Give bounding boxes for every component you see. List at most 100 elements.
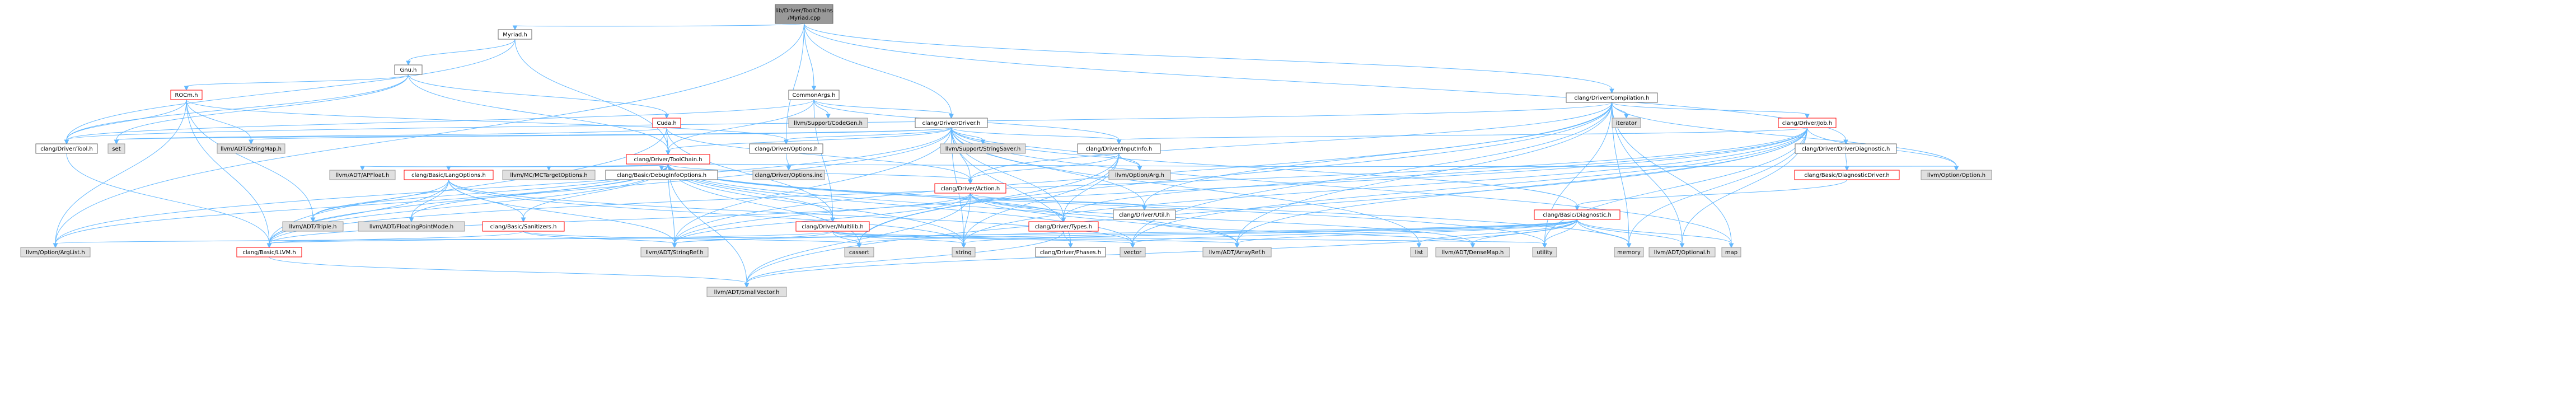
node-label: clang/Basic/Sanitizers.h xyxy=(490,224,557,230)
edge-driver-options-h-to-driver-options-inc xyxy=(786,153,791,171)
node-list: list xyxy=(1410,247,1428,257)
edge-driver-job-h-to-driver-inputinfo-h xyxy=(1116,127,1807,145)
edge-basic-diagnostic-h-to-llvm-stringref xyxy=(672,219,1577,249)
node-rocm-h[interactable]: ROCm.h xyxy=(170,90,203,100)
node-driver-toolchain-h[interactable]: clang/Driver/ToolChain.h xyxy=(626,154,710,165)
node-driver-phases-h[interactable]: clang/Driver/Phases.h xyxy=(1035,247,1106,257)
node-label: CommonArgs.h xyxy=(793,92,836,99)
node-label: clang/Basic/DiagnosticDriver.h xyxy=(1804,172,1890,179)
edge-driver-inputinfo-h-to-llvm-option-arg xyxy=(1118,153,1142,171)
node-myriad-h[interactable]: Myriad.h xyxy=(498,29,532,40)
node-label-line1: lib/Driver/ToolChains xyxy=(775,8,833,14)
node-cassert: cassert xyxy=(844,247,874,257)
node-label: llvm/Option/Arg.h xyxy=(1115,172,1164,179)
node-label: clang/Driver/Multilib.h xyxy=(802,224,863,230)
node-label: clang/Driver/Util.h xyxy=(1119,212,1170,218)
dependency-edges xyxy=(53,23,1959,288)
node-basic-langoptions-h[interactable]: clang/Basic/LangOptions.h xyxy=(404,170,494,180)
node-iterator: iterator xyxy=(1612,118,1641,128)
node-label: clang/Basic/LangOptions.h xyxy=(411,172,486,179)
node-llvm-smallvector: llvm/ADT/SmallVector.h xyxy=(706,287,787,297)
node-commonargs-h[interactable]: CommonArgs.h xyxy=(788,90,840,100)
node-label: vector xyxy=(1124,250,1142,256)
edge-myriad-h-to-driver-tool-h xyxy=(64,39,516,145)
node-basic-diagnostic-h[interactable]: clang/Basic/Diagnostic.h xyxy=(1534,209,1620,220)
node-driver-diagnostic-h[interactable]: clang/Driver/DriverDiagnostic.h xyxy=(1795,143,1897,154)
edge-rocm-h-to-basic-llvm-h xyxy=(186,99,272,249)
node-label: clang/Driver/ToolChain.h xyxy=(634,157,702,163)
edge-driver-toolchain-h-to-llvm-apfloat xyxy=(360,163,668,171)
edge-gnu-h-to-driver-tool-h xyxy=(64,74,409,145)
edge-basic-llvm-h-to-llvm-smallvector xyxy=(269,256,750,288)
node-driver-compilation-h[interactable]: clang/Driver/Compilation.h xyxy=(1566,92,1658,103)
node-llvm-option-arglist: llvm/Option/ArgList.h xyxy=(20,247,91,257)
node-gnu-h[interactable]: Gnu.h xyxy=(394,64,423,75)
node-driver-job-h[interactable]: clang/Driver/Job.h xyxy=(1778,118,1837,128)
node-llvm-floatingpointmode: llvm/ADT/FloatingPointMode.h xyxy=(358,221,465,232)
node-label: clang/Driver/Options.inc xyxy=(755,172,823,179)
edge-basic-langoptions-h-to-basic-sanitizers-h xyxy=(448,179,526,223)
edge-driver-toolchain-h-to-llvm-mc-targetoptions xyxy=(546,163,668,171)
node-llvm-triple: llvm/ADT/Triple.h xyxy=(282,221,344,232)
edge-driver-job-h-to-memory xyxy=(1626,127,1807,249)
node-root-myriad-cpp: lib/Driver/ToolChains /Myriad.cpp xyxy=(775,4,833,24)
edge-myriad-h-to-gnu-h xyxy=(406,39,516,66)
edge-driver-driver-h-to-llvm-stringmap xyxy=(249,127,952,145)
node-label: clang/Driver/Options.h xyxy=(755,146,818,152)
edge-commonargs-h-to-driver-driver-h xyxy=(813,99,954,119)
edge-basic-diagnostic-h-to-list xyxy=(1416,219,1577,249)
edge-gnu-h-to-cuda-h xyxy=(408,74,669,119)
node-label: clang/Basic/LLVM.h xyxy=(242,250,296,256)
edge-driver-driver-h-to-driver-toolchain-h xyxy=(666,127,952,156)
node-label: clang/Basic/DebugInfoOptions.h xyxy=(617,172,706,179)
edge-basic-diagnostic-h-to-map xyxy=(1577,219,1734,249)
node-basic-llvm-h[interactable]: clang/Basic/LLVM.h xyxy=(236,247,302,257)
edge-basic-diagnostic-h-to-string xyxy=(961,219,1577,249)
node-llvm-apfloat: llvm/ADT/APFloat.h xyxy=(329,170,396,180)
node-label: utility xyxy=(1537,250,1553,256)
edge-driver-compilation-h-to-iterator xyxy=(1612,102,1629,119)
node-driver-action-h[interactable]: clang/Driver/Action.h xyxy=(934,183,1006,194)
node-label: set xyxy=(112,146,120,152)
node-memory: memory xyxy=(1614,247,1644,257)
node-driver-tool-h[interactable]: clang/Driver/Tool.h xyxy=(35,143,98,154)
edge-basic-diagnostic-h-to-cassert xyxy=(856,219,1577,249)
node-driver-multilib-h[interactable]: clang/Driver/Multilib.h xyxy=(795,221,870,232)
edge-driver-action-h-to-driver-types-h xyxy=(970,193,1066,223)
node-label: memory xyxy=(1617,250,1641,256)
edge-driver-inputinfo-h-to-driver-types-h xyxy=(1061,153,1120,223)
node-vector: vector xyxy=(1120,247,1146,257)
node-driver-types-h[interactable]: clang/Driver/Types.h xyxy=(1028,221,1099,232)
edge-driver-action-h-to-driver-util-h xyxy=(970,193,1147,211)
edge-driver-tool-h-to-basic-llvm-h xyxy=(66,153,272,249)
node-basic-diagnosticdriver-h[interactable]: clang/Basic/DiagnosticDriver.h xyxy=(1794,170,1900,180)
node-llvm-codegen: llvm/Support/CodeGen.h xyxy=(788,118,868,128)
edge-driver-driver-h-to-driver-inputinfo-h xyxy=(951,127,1122,145)
edge-basic-diagnosticdriver-h-to-basic-diagnostic-h xyxy=(1575,179,1847,211)
edge-basic-diagnostic-h-to-llvm-optional xyxy=(1577,219,1685,249)
edge-gnu-h-to-rocm-h xyxy=(184,74,409,91)
node-basic-sanitizers-h[interactable]: clang/Basic/Sanitizers.h xyxy=(482,221,565,232)
node-label: clang/Driver/Compilation.h xyxy=(1574,95,1649,101)
edge-root-myriad-cpp-to-commonargs-h xyxy=(804,23,817,91)
node-label: llvm/Option/Option.h xyxy=(1927,172,1985,179)
node-llvm-option-arg: llvm/Option/Arg.h xyxy=(1108,170,1171,180)
edge-basic-diagnostic-h-to-memory xyxy=(1577,219,1632,249)
node-label: clang/Driver/DriverDiagnostic.h xyxy=(1802,146,1890,152)
node-label: clang/Driver/Tool.h xyxy=(40,146,93,152)
node-label: llvm/ADT/APFloat.h xyxy=(336,172,390,179)
node-driver-options-inc: clang/Driver/Options.inc xyxy=(752,170,825,180)
node-label: clang/Basic/Diagnostic.h xyxy=(1543,212,1612,218)
node-driver-util-h[interactable]: clang/Driver/Util.h xyxy=(1113,209,1176,220)
node-driver-driver-h[interactable]: clang/Driver/Driver.h xyxy=(915,118,988,128)
node-label: llvm/Option/ArgList.h xyxy=(26,250,85,256)
edge-driver-multilib-h-to-string xyxy=(832,231,966,249)
edge-driver-job-h-to-llvm-smallvector xyxy=(744,127,1807,288)
node-driver-options-h[interactable]: clang/Driver/Options.h xyxy=(749,143,823,154)
edge-driver-compilation-h-to-driver-action-h xyxy=(968,102,1612,185)
node-label: llvm/ADT/Triple.h xyxy=(289,224,337,230)
node-driver-inputinfo-h[interactable]: clang/Driver/InputInfo.h xyxy=(1077,143,1161,154)
graph-nodes: lib/Driver/ToolChains /Myriad.cpp Myriad… xyxy=(20,4,1992,297)
node-basic-debuginfooptions-h[interactable]: clang/Basic/DebugInfoOptions.h xyxy=(605,170,718,180)
node-cuda-h[interactable]: Cuda.h xyxy=(652,118,681,128)
